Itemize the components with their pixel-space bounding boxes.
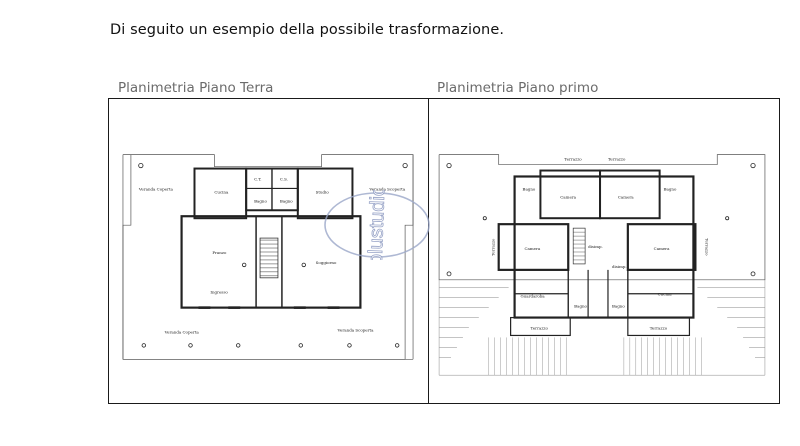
first-floor-plan-drawing: Terrazzo Terrazzo Bagno Camera Camera Ba… bbox=[438, 154, 766, 376]
room-label: Studio bbox=[316, 189, 330, 194]
ground-floor-plan-panel: Veranda Coperta Cucina C.T. C.S. Bagno B… bbox=[108, 98, 430, 404]
room-label: Terrazzo bbox=[530, 325, 548, 330]
room-label: Bagno bbox=[664, 186, 677, 191]
room-label: Veranda Scoperta bbox=[337, 327, 375, 332]
first-floor-title: Planimetria Piano primo bbox=[437, 80, 599, 96]
watermark-text: blustudio bbox=[365, 190, 390, 260]
room-label: Terrazzo bbox=[650, 325, 668, 330]
room-label: Veranda Coperta bbox=[164, 329, 200, 334]
room-label: Ingresso bbox=[210, 290, 228, 295]
room-label: Terrazzo bbox=[704, 238, 709, 256]
room-label: Bagno bbox=[254, 198, 267, 203]
room-label: Bagno bbox=[280, 198, 293, 203]
ground-floor-plan-drawing: Veranda Coperta Cucina C.T. C.S. Bagno B… bbox=[122, 154, 414, 360]
room-label: Soggiorno bbox=[316, 260, 337, 265]
room-label: Camera bbox=[654, 246, 670, 251]
room-label: Terrazzo bbox=[491, 238, 496, 256]
room-label: Guardaroba bbox=[521, 294, 546, 299]
room-label: Bagno bbox=[612, 304, 625, 309]
blustudio-watermark: blustudio bbox=[324, 190, 430, 260]
room-label: Camera bbox=[618, 194, 634, 199]
first-floor-plan-panel: Terrazzo Terrazzo Bagno Camera Camera Ba… bbox=[428, 98, 780, 404]
room-label: disimp. bbox=[612, 264, 627, 269]
room-label: C.S. bbox=[280, 176, 288, 181]
room-label: Veranda Scoperta bbox=[368, 186, 406, 191]
room-label: C.T. bbox=[254, 176, 261, 181]
intro-text: Di seguito un esempio della possibile tr… bbox=[110, 22, 505, 38]
room-label: Cucina bbox=[214, 189, 229, 194]
room-label: Pranzo bbox=[212, 250, 227, 255]
room-label: disimp. bbox=[588, 244, 603, 249]
room-label: Terrazzo bbox=[564, 157, 582, 162]
room-label: Terrazzo bbox=[608, 157, 626, 162]
room-label: Bagno bbox=[523, 186, 536, 191]
ground-floor-title: Planimetria Piano Terra bbox=[118, 80, 274, 96]
room-label: Veranda Coperta bbox=[138, 186, 174, 191]
room-label: Camera bbox=[560, 194, 576, 199]
room-label: Bagno bbox=[574, 304, 587, 309]
room-label: Cucina bbox=[658, 292, 673, 297]
room-label: Camera bbox=[525, 246, 541, 251]
